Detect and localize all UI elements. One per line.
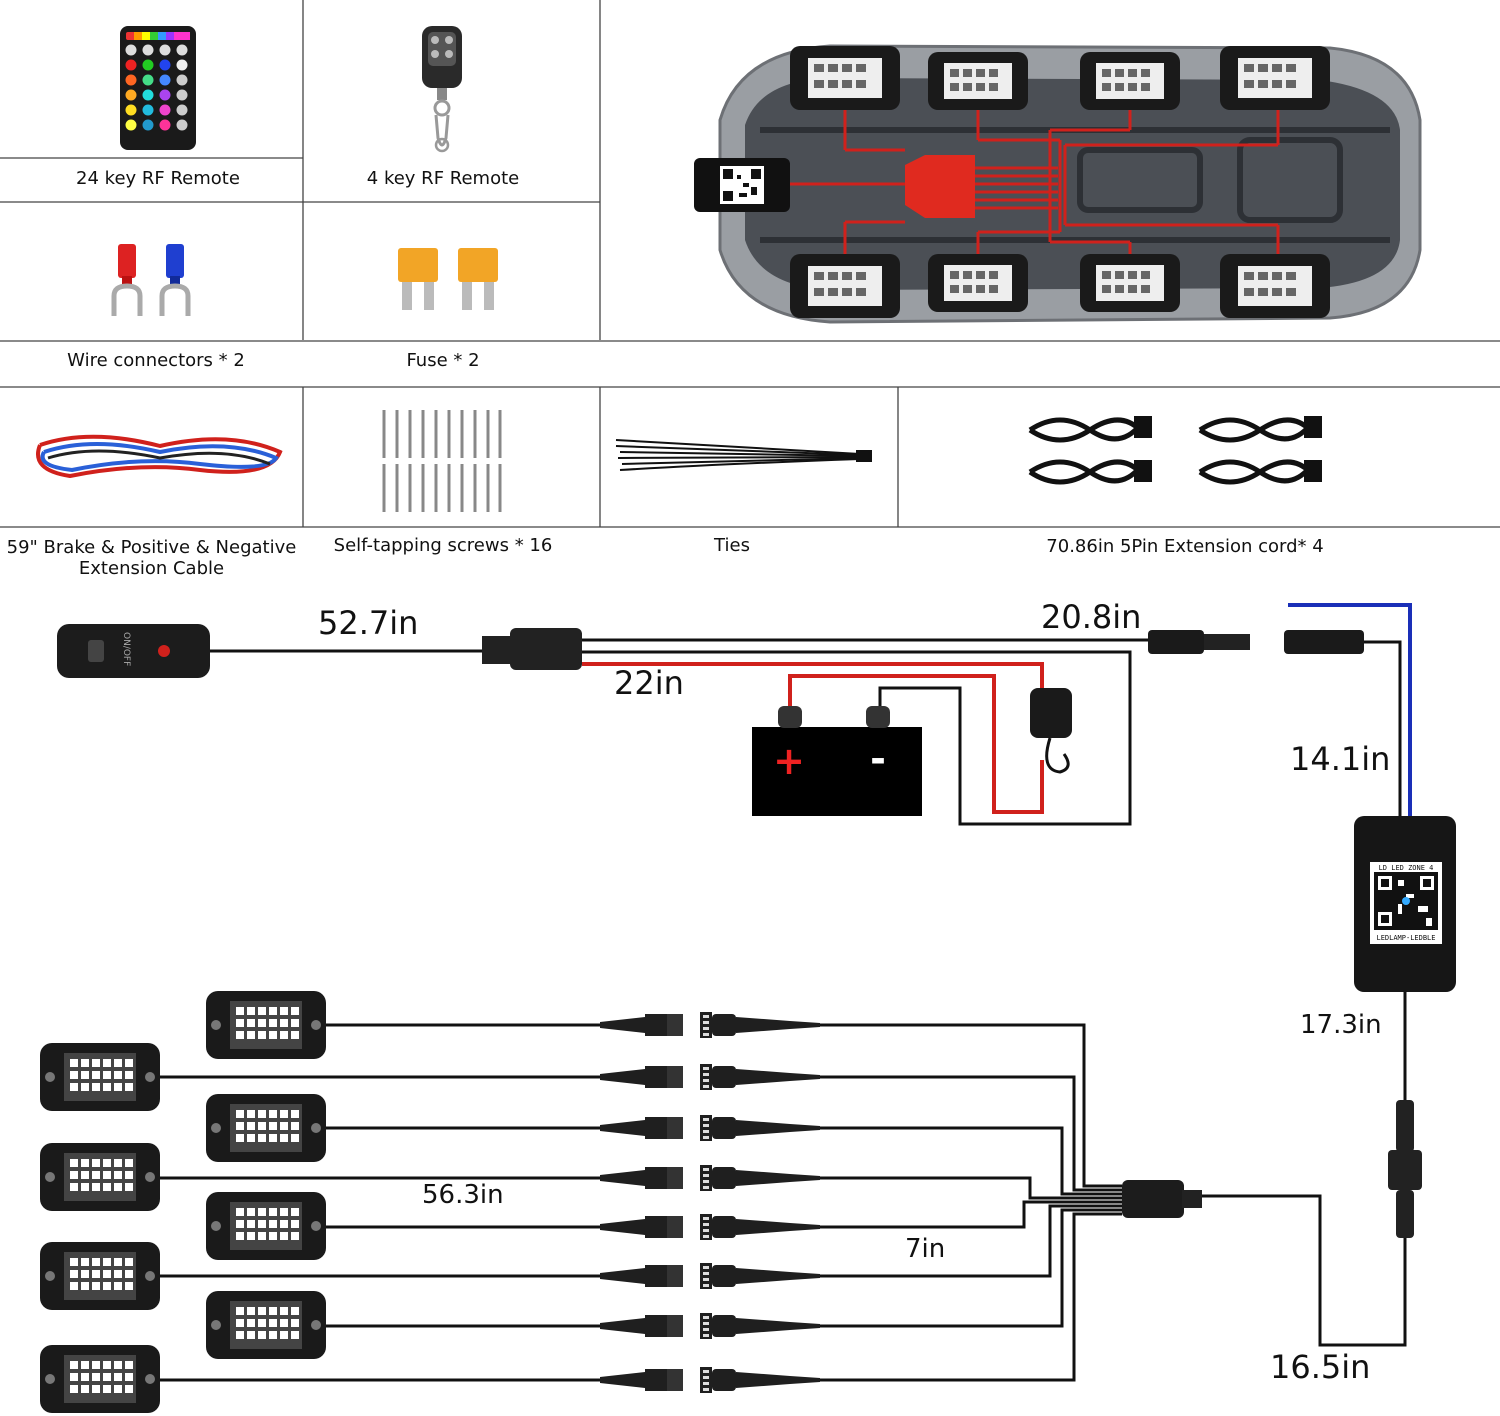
splitter-to-controller-length: 16.5in <box>1270 1348 1371 1386</box>
battery-minus-label: - <box>870 737 886 781</box>
rock-light-icon <box>206 1094 326 1162</box>
rock-light-icon <box>40 1345 160 1413</box>
wire-connector-pair <box>600 1367 820 1393</box>
rock-light-icon <box>40 1143 160 1211</box>
dc-cable-length: 20.8in <box>1041 598 1142 636</box>
controller-top-text: LD LED ZONE 4 <box>1379 864 1434 872</box>
rock-light-icon <box>206 1192 326 1260</box>
wire-connector-pair <box>600 1313 820 1339</box>
remote-24-key-label: 24 key RF Remote <box>76 168 240 189</box>
rock-light-icon <box>40 1242 160 1310</box>
extension-cable-label: 59" Brake & Positive & Negative Extensio… <box>0 537 303 579</box>
rock-light-icon <box>40 1043 160 1111</box>
extension-cable-label-line2: Extension Cable <box>78 558 225 579</box>
wire-connector-pair <box>600 1064 820 1090</box>
rock-light-icon <box>206 1291 326 1359</box>
remote-4-key-label: 4 key RF Remote <box>366 168 520 189</box>
wire-connector-pair <box>600 1012 820 1038</box>
wire-connector-pair <box>600 1115 820 1141</box>
screws-label: Self-tapping screws * 16 <box>333 535 553 556</box>
controller-output-length: 17.3in <box>1300 1010 1382 1040</box>
battery-cable-length: 22in <box>614 664 684 702</box>
controller-bottom-text: LEDLAMP-LEDBLE <box>1376 934 1435 942</box>
extension-cord-label: 70.86in 5Pin Extension cord* 4 <box>1046 536 1324 557</box>
switch-box <box>57 624 210 678</box>
splitter-cable-length: 7in <box>905 1234 946 1264</box>
rock-light-icon <box>206 991 326 1059</box>
wire-connectors-label: Wire connectors * 2 <box>67 350 245 371</box>
switch-cable-length: 52.7in <box>318 604 419 642</box>
wire-connector-pair <box>600 1165 820 1191</box>
light-cable-length: 56.3in <box>422 1180 504 1210</box>
ties-label: Ties <box>714 535 750 556</box>
battery-plus-label: + <box>773 739 805 783</box>
wire-connector-pair <box>600 1263 820 1289</box>
extension-cable-label-line1: 59" Brake & Positive & Negative <box>6 537 297 558</box>
switch-label: ON/OFF <box>121 632 131 666</box>
wire-connector-pair <box>600 1214 820 1240</box>
controller-input-length: 14.1in <box>1290 740 1391 778</box>
fuse-label: Fuse * 2 <box>406 350 480 371</box>
